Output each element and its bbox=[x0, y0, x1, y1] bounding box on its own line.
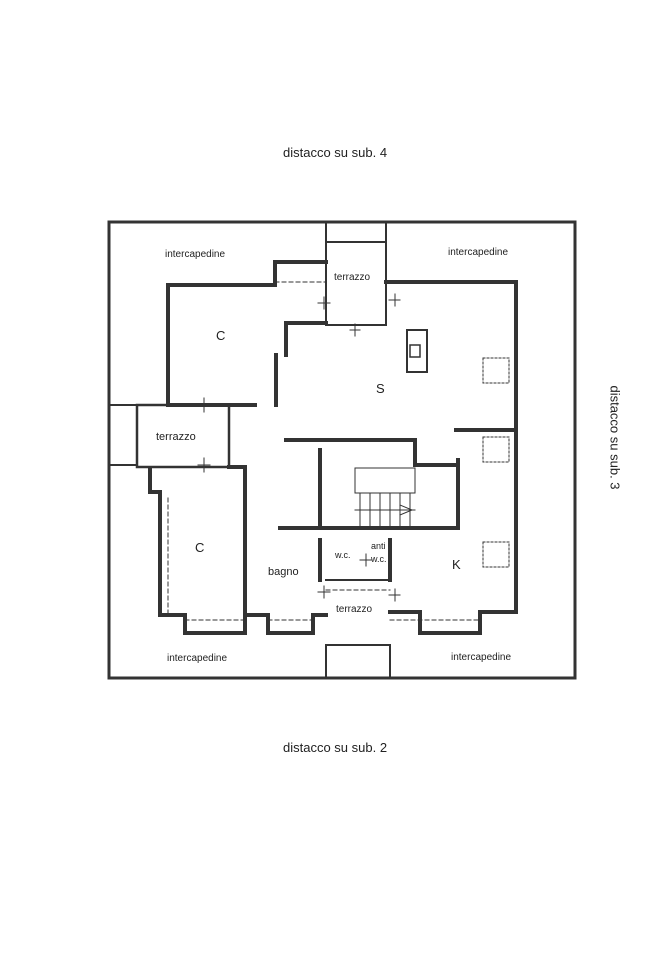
top-notch bbox=[325, 221, 387, 243]
room-bagno: bagno bbox=[268, 566, 299, 578]
room-wc: w.c. bbox=[334, 550, 351, 560]
room-anti-wc: w.c. bbox=[370, 554, 387, 564]
fireplace bbox=[406, 329, 428, 373]
room-s: S bbox=[376, 381, 385, 396]
room-intercapedine-bottom-right: intercapedine bbox=[451, 652, 511, 663]
room-intercapedine-bottom-left: intercapedine bbox=[167, 653, 227, 664]
room-c-upper: C bbox=[216, 328, 225, 343]
room-intercapedine-top-right: intercapedine bbox=[448, 247, 508, 258]
room-terrazzo-left: terrazzo bbox=[156, 431, 196, 443]
room-k: K bbox=[452, 557, 461, 572]
room-terrazzo-bottom: terrazzo bbox=[336, 604, 373, 615]
room-intercapedine-top-left: intercapedine bbox=[165, 249, 225, 260]
room-c-lower: C bbox=[195, 540, 204, 555]
room-anti: anti bbox=[371, 541, 386, 551]
room-terrazzo-top: terrazzo bbox=[334, 272, 371, 283]
caption-bottom: distacco su sub. 2 bbox=[283, 740, 388, 755]
caption-top: distacco su sub. 4 bbox=[283, 145, 388, 160]
